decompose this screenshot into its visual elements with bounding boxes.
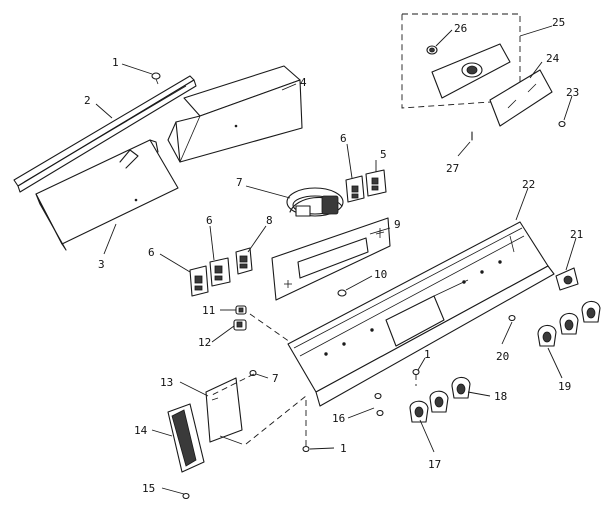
callout-17: 17: [428, 458, 441, 471]
callout-8: 8: [266, 214, 273, 227]
assembly-lines: [209, 313, 417, 446]
callout-6-left: 6: [148, 246, 155, 259]
callout-25: 25: [552, 16, 565, 29]
callout-11: 11: [202, 304, 215, 317]
part-22-control-panel: [287, 221, 555, 407]
part-14-end-cap: [167, 403, 205, 473]
part-19-knobs: [537, 300, 601, 347]
callout-13: 13: [160, 376, 173, 389]
callout-19: 19: [558, 380, 571, 393]
callout-18: 18: [494, 390, 507, 403]
callout-20: 20: [496, 350, 509, 363]
part-6-switch-upper: [345, 175, 365, 203]
callout-22: 22: [522, 178, 535, 191]
part-8-switch: [235, 247, 253, 275]
callouts: 1 2 3 4 5 6 7 6 6 8 9 10 11 12 13 14 15 …: [84, 16, 583, 495]
callout-1-mid: 1: [424, 348, 431, 361]
part-2-trim-strip: [13, 75, 197, 193]
part-13-side-bracket: [205, 377, 243, 445]
callout-16: 16: [332, 412, 345, 425]
callout-5: 5: [380, 148, 387, 161]
part-16-screws: [374, 392, 384, 417]
part-20-screw: [508, 314, 516, 322]
part-25-bracket: [431, 43, 511, 99]
part-3-lower-bracket: [35, 139, 179, 251]
part-10-fastener: [337, 289, 347, 297]
callout-1-bottom: 1: [340, 442, 347, 455]
callout-1-top: 1: [112, 56, 119, 69]
part-7-screw: [249, 369, 257, 377]
callout-7-harness: 7: [236, 176, 243, 189]
callout-4: 4: [300, 76, 307, 89]
part-1-screw-bottom: [302, 445, 310, 453]
part-4-upper-bracket: [167, 65, 303, 163]
callout-6-mid: 6: [206, 214, 213, 227]
part-11-clip: [235, 305, 247, 315]
callout-26: 26: [454, 22, 467, 35]
callout-23: 23: [566, 86, 579, 99]
callout-6-upper: 6: [340, 132, 347, 145]
part-6-switch-mid: [209, 257, 231, 287]
callout-27: 27: [446, 162, 459, 175]
callout-15: 15: [142, 482, 155, 495]
callout-3: 3: [98, 258, 105, 271]
callout-7-screw: 7: [272, 372, 279, 385]
callout-14: 14: [134, 424, 148, 437]
callout-9: 9: [394, 218, 401, 231]
leader-lines: [95, 25, 577, 495]
part-9-mounting-plate: [271, 217, 391, 301]
part-7-wire-harness: [286, 187, 344, 217]
part-21-knob: [555, 267, 579, 291]
part-23-screw: [558, 120, 566, 128]
part-1-screw-mid: [412, 368, 420, 376]
part-12-clip: [233, 319, 247, 331]
part-6-switch-left: [189, 265, 209, 297]
callout-12: 12: [198, 336, 211, 349]
callout-10: 10: [374, 268, 387, 281]
part-17-knobs: [409, 390, 449, 423]
part-1-screw-top: [151, 72, 161, 85]
part-18-knob: [451, 376, 471, 399]
part-5-switch: [365, 169, 387, 197]
part-24-glass: [489, 69, 553, 127]
part-15-screw: [182, 492, 190, 500]
callout-21: 21: [570, 228, 583, 241]
callout-2: 2: [84, 94, 91, 107]
callout-24: 24: [546, 52, 560, 65]
part-26-lamp: [426, 45, 438, 55]
